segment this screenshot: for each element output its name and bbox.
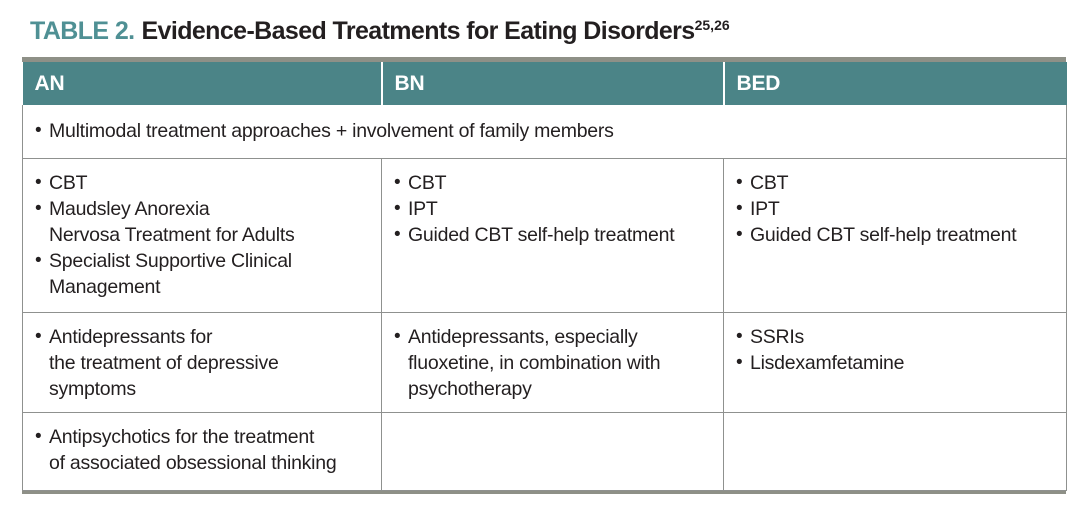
- list-item: • SSRIs CBT: [736, 170, 1058, 196]
- bullet-icon: •: [35, 197, 42, 219]
- cell-an-psychotherapy: • CBT • Maudsley Anorexia Nervosa Treatm…: [22, 157, 382, 313]
- list-item: • Antidepressants for the treatment of d…: [35, 324, 373, 402]
- bullet-icon: •: [394, 325, 401, 347]
- bullet-icon: •: [736, 325, 743, 347]
- list-item-text: IPT: [750, 197, 780, 220]
- cell-bed-psychotherapy: • SSRIs CBT • IPT • Guided CBT self-help…: [723, 157, 1067, 313]
- list-item-text: Maudsley Anorexia Nervosa Treatment for …: [49, 197, 295, 246]
- list-item-text: IPT: [408, 197, 438, 220]
- list-item: • Maudsley Anorexia Nervosa Treatment fo…: [35, 196, 373, 248]
- list-item-text: Antidepressants for the treatment of dep…: [49, 325, 279, 400]
- list-item: • Antipsychotics for the treatment of as…: [35, 424, 373, 476]
- list-item-text: CBT: [408, 171, 447, 194]
- spanning-row: • Multimodal treatment approaches + invo…: [22, 105, 1067, 159]
- cell-bed-empty: [723, 411, 1067, 491]
- list-item-text: Antipsychotics for the treatment of asso…: [49, 425, 337, 474]
- bullet-icon: •: [35, 171, 42, 193]
- list-item: • Antidepressants, especially fluoxetine…: [394, 324, 715, 402]
- bullet-icon: •: [35, 325, 42, 347]
- header-row: AN BN BED: [22, 62, 1067, 105]
- treatments-table-wrapper: AN BN BED • Multimodal treatment approac…: [22, 57, 1067, 494]
- treatments-table: AN BN BED • Multimodal treatment approac…: [22, 62, 1067, 491]
- bullet-icon: •: [736, 223, 743, 245]
- cell-an-antipsychotics: • Antipsychotics for the treatment of as…: [22, 411, 382, 491]
- spanning-cell: • Multimodal treatment approaches + invo…: [22, 105, 1067, 159]
- list-item-text: CBT: [750, 171, 789, 194]
- list-item: • CBT: [35, 170, 373, 196]
- list-item: • Multimodal treatment approaches + invo…: [35, 118, 1056, 144]
- list-item: • Specialist Supportive Clinical Managem…: [35, 248, 373, 300]
- column-header-an: AN: [22, 62, 382, 105]
- bullet-icon: •: [736, 171, 743, 193]
- table-title: TABLE 2.Evidence-Based Treatments for Ea…: [30, 9, 1088, 48]
- cell-bn-empty: [381, 411, 724, 491]
- table-row: • Antidepressants for the treatment of d…: [22, 311, 1067, 413]
- table-row: • CBT • Maudsley Anorexia Nervosa Treatm…: [22, 157, 1067, 313]
- cell-an-medication: • Antidepressants for the treatment of d…: [22, 311, 382, 413]
- bullet-icon: •: [736, 351, 743, 373]
- list-item: • IPT: [736, 196, 1058, 222]
- bullet-icon: •: [736, 197, 743, 219]
- list-item: • Lisdexamfetamine: [736, 350, 1058, 376]
- table-number-label: TABLE 2.: [30, 17, 135, 45]
- page: TABLE 2.Evidence-Based Treatments for Ea…: [22, 9, 1088, 494]
- list-item: • SSRIs: [736, 324, 1058, 350]
- list-item-text: Multimodal treatment approaches + involv…: [49, 120, 614, 143]
- list-item-text: Guided CBT self-help treatment: [408, 223, 675, 246]
- bullet-icon: •: [394, 223, 401, 245]
- bullet-icon: •: [394, 171, 401, 193]
- bullet-icon: •: [394, 197, 401, 219]
- column-header-bn: BN: [380, 62, 724, 105]
- bullet-icon: •: [35, 249, 42, 271]
- list-item: • IPT: [394, 196, 715, 222]
- list-item-text: Guided CBT self-help treatment: [750, 223, 1017, 246]
- table-row: • Antipsychotics for the treatment of as…: [22, 411, 1067, 491]
- list-item-text: CBT: [49, 171, 88, 194]
- bullet-icon: •: [35, 425, 42, 447]
- cell-bn-psychotherapy: • CBT • IPT • Guided CBT self-help treat…: [381, 157, 724, 313]
- list-item: • Guided CBT self-help treatment: [394, 222, 715, 248]
- list-item: • Guided CBT self-help treatment: [736, 222, 1058, 248]
- list-item-text: Antidepressants, especially fluoxetine, …: [408, 325, 661, 400]
- cell-bn-medication: • Antidepressants, especially fluoxetine…: [381, 311, 724, 413]
- citation-superscript: 25,26: [694, 17, 730, 33]
- column-header-bed: BED: [722, 62, 1067, 105]
- list-item-text: Lisdexamfetamine: [750, 351, 905, 374]
- list-item: • CBT: [394, 170, 715, 196]
- list-item-text: SSRIs: [750, 325, 805, 348]
- bullet-icon: •: [35, 120, 42, 142]
- cell-bed-medication: • SSRIs • Lisdexamfetamine: [723, 311, 1067, 413]
- table-title-text: Evidence-Based Treatments for Eating Dis…: [141, 17, 695, 45]
- list-item-text: Specialist Supportive Clinical Managemen…: [49, 249, 292, 298]
